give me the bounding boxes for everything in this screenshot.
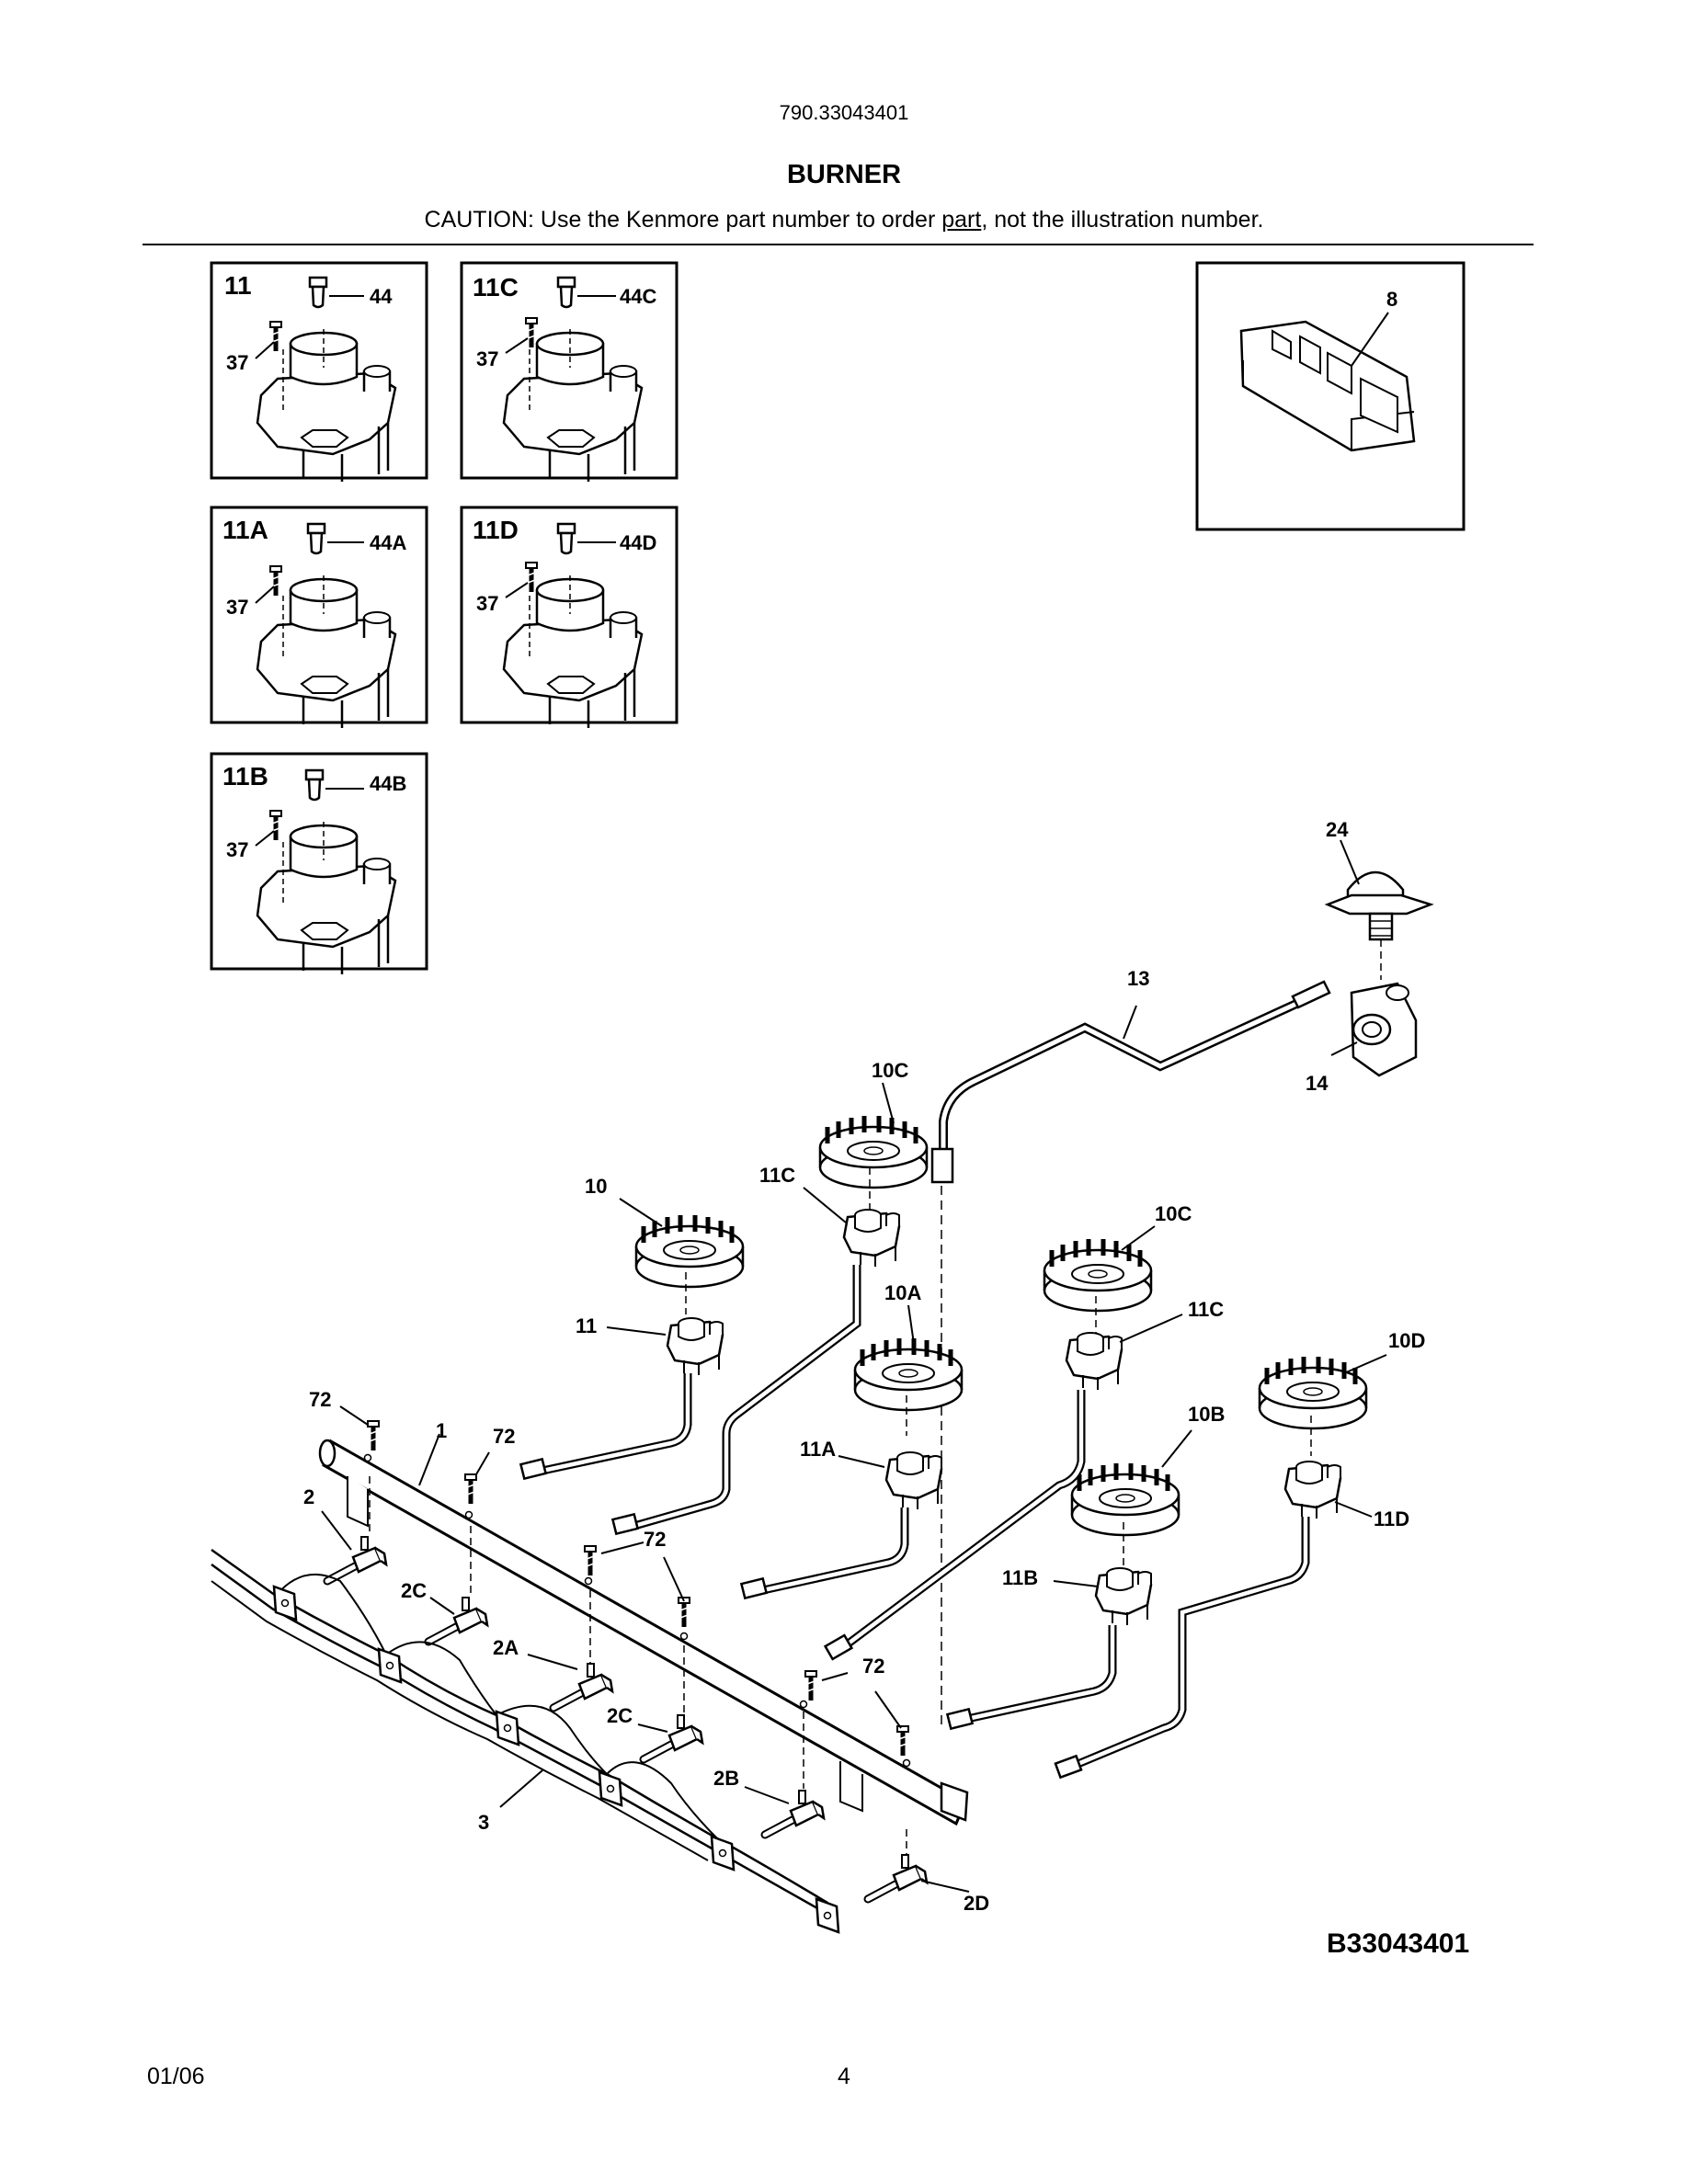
callout-11C: 11C [1188,1298,1224,1321]
callout-14: 14 [1306,1072,1329,1095]
callout-13: 13 [1127,967,1149,990]
manifold-pipe [318,1433,969,1826]
inset-label: 11C [473,273,519,301]
callout-72: 72 [862,1655,884,1678]
callout-10C: 10C [1155,1202,1192,1225]
caution-text: CAUTION: Use the Kenmore part number to … [424,207,942,233]
ignition-wire-harness [211,1548,840,1934]
inset-11C: 11C 44C 37 [460,261,679,483]
callout-72: 72 [493,1425,515,1448]
burner-10 [619,1198,743,1314]
part-callout: 44B [370,772,406,795]
callout-1: 1 [436,1419,447,1442]
page-number: 4 [838,2064,850,2089]
header-rule [143,244,1534,245]
part-callout: 37 [226,596,248,619]
part-callout: 37 [226,351,248,374]
inset-11A: 11A 44A 37 [210,506,428,730]
model-number: 790.33043401 [779,101,909,124]
burner-11A [838,1450,943,1511]
callout-2D: 2D [964,1892,989,1915]
inset-label: 11 [224,271,252,300]
callout-3: 3 [478,1811,489,1834]
burner-tubes [519,1265,1310,1780]
part-callout: 37 [226,838,248,861]
burner-10D [1260,1354,1387,1456]
inset-11: 11 44 37 [210,261,428,483]
caution-part-link: part [941,207,982,233]
callout-11C: 11C [759,1164,795,1187]
burner-11B [1053,1566,1153,1627]
valves [321,1476,970,1899]
burner-11C-top [803,1187,901,1268]
callout-72: 72 [644,1528,666,1551]
caution-note: CAUTION: Use the Kenmore part number to … [0,207,1688,233]
part-callout: 44A [370,531,406,554]
part-callout: 44C [620,285,656,308]
burner-10C-right [1044,1225,1156,1333]
callout-10B: 10B [1188,1403,1225,1426]
screws-72 [339,1405,908,1756]
burner-11C-right [1065,1314,1183,1392]
part-callout: 44D [620,531,656,554]
page-title: BURNER [786,160,902,189]
callout-11: 11 [576,1314,597,1337]
callout-10C: 10C [872,1059,908,1082]
callout-2C: 2C [401,1579,427,1602]
regulator-assembly [1324,839,1434,1077]
callout-11D: 11D [1374,1507,1409,1530]
callout-11A: 11A [800,1438,836,1461]
inset-11D: 11D 44D 37 [460,506,679,730]
callout-2: 2 [303,1485,314,1508]
burner-11 [606,1316,724,1377]
inset-11B: 11B 44B 37 [210,752,428,976]
inset-label: 11D [473,516,519,544]
inset-8-spark-module: 8 [1195,261,1466,531]
inset-label: 11B [222,762,268,791]
part-callout: 44 [370,285,393,308]
inset-label: 11A [222,516,268,544]
callout-2C: 2C [607,1704,633,1727]
drawing-id: B33043401 [1327,1928,1470,1959]
callout-2A: 2A [493,1636,519,1659]
supply-tube [930,980,1331,1728]
callout-2B: 2B [713,1767,739,1790]
caution-text-end: , not the illustration number. [981,207,1264,233]
callout-10D: 10D [1388,1329,1425,1352]
callout-10: 10 [585,1175,607,1198]
burner-11D [1283,1460,1373,1520]
burner-10C-top [820,1082,927,1213]
callout-10A: 10A [884,1281,921,1304]
callout-11B: 11B [1002,1566,1038,1589]
part-callout: 8 [1386,288,1397,311]
burner-10B [1072,1429,1192,1568]
callout-labels: 24 13 14 10C 11C 10 11 10A 11A 10C 11C 1… [303,818,1425,1915]
part-callout: 37 [476,592,498,615]
footer-date: 01/06 [147,2064,205,2089]
callout-72: 72 [309,1388,331,1411]
part-callout: 37 [476,347,498,370]
burner-10A [855,1304,962,1436]
callout-24: 24 [1326,818,1349,841]
